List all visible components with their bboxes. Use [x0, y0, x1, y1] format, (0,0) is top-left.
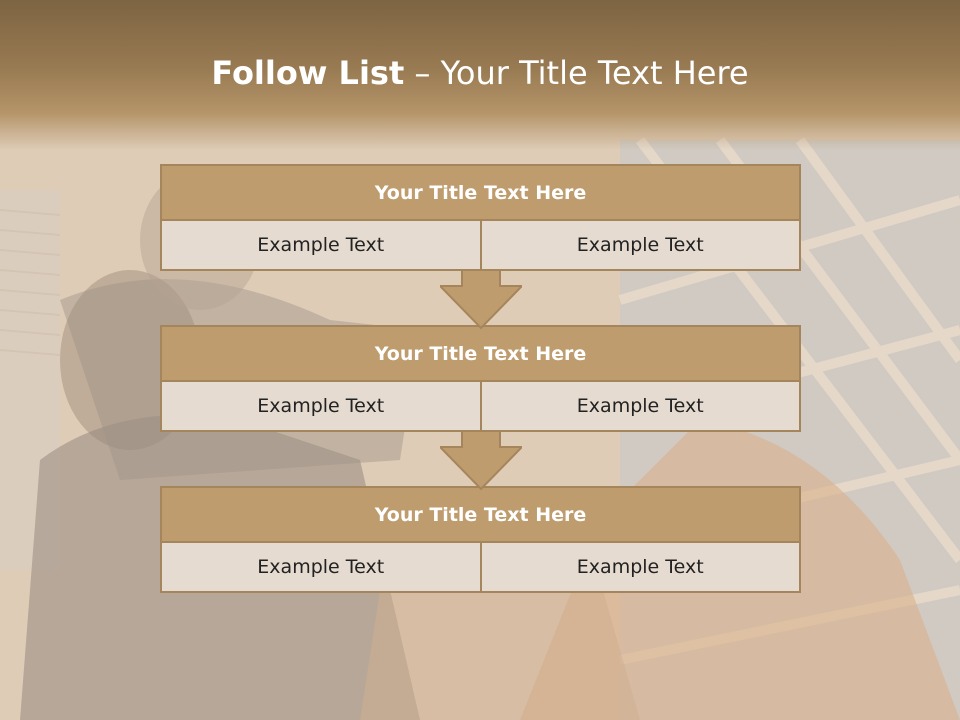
block-header[interactable]: Your Title Text Here	[160, 325, 801, 382]
block-cell-right[interactable]: Example Text	[479, 543, 801, 593]
title-separator: –	[404, 54, 441, 92]
list-block-2: Your Title Text Here Example Text Exampl…	[160, 325, 801, 432]
down-arrow-icon	[440, 270, 522, 330]
title-bold: Follow List	[211, 54, 405, 92]
block-cell-right[interactable]: Example Text	[479, 382, 801, 432]
down-arrow-icon	[440, 431, 522, 491]
block-cell-right[interactable]: Example Text	[479, 221, 801, 271]
block-header[interactable]: Your Title Text Here	[160, 486, 801, 543]
block-cell-left[interactable]: Example Text	[160, 382, 482, 432]
list-block-1: Your Title Text Here Example Text Exampl…	[160, 164, 801, 271]
page-title: Follow List – Your Title Text Here	[0, 54, 960, 92]
title-rest: Your Title Text Here	[440, 54, 749, 92]
list-block-3: Your Title Text Here Example Text Exampl…	[160, 486, 801, 593]
block-header[interactable]: Your Title Text Here	[160, 164, 801, 221]
block-cell-left[interactable]: Example Text	[160, 543, 482, 593]
title-band	[0, 0, 960, 150]
block-cell-left[interactable]: Example Text	[160, 221, 482, 271]
